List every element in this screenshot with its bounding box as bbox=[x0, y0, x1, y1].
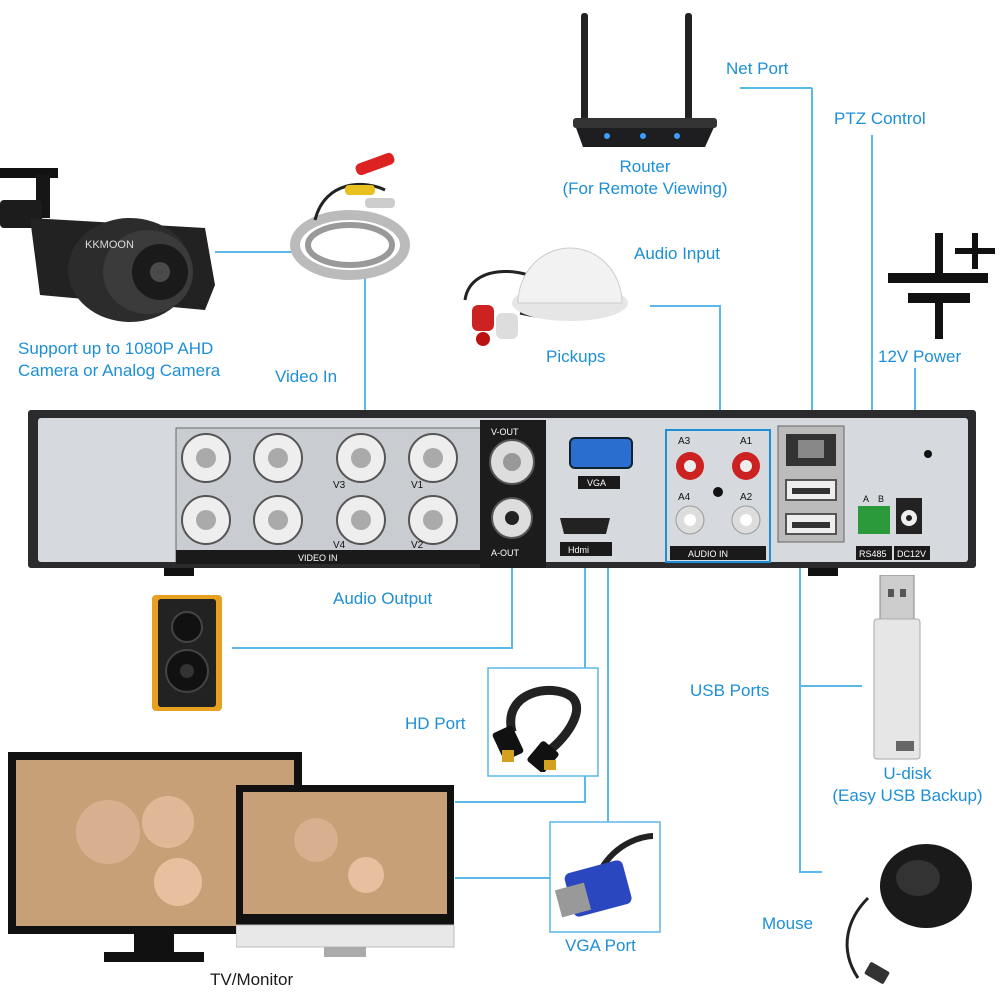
router-label-line2: (For Remote Viewing) bbox=[562, 179, 728, 198]
video-in-label: Video In bbox=[275, 367, 338, 386]
audio-output-line bbox=[232, 550, 513, 649]
audio-output-label: Audio Output bbox=[333, 589, 433, 608]
udisk-label: U-disk (Easy USB Backup) bbox=[810, 763, 1000, 807]
vga-cable-icon bbox=[554, 833, 654, 918]
pickup-microphone-icon bbox=[463, 247, 628, 346]
udisk-label-line2: (Easy USB Backup) bbox=[832, 786, 983, 805]
dvr-back-panel: V3 V1 V4 V2 VIDEO IN V-OUT A-OUT VGA Hdm… bbox=[28, 410, 976, 576]
router-label-line1: Router bbox=[619, 157, 671, 176]
hd-port-label: HD Port bbox=[405, 714, 466, 733]
channel-v4-label: V4 bbox=[333, 540, 346, 551]
v-out-label: V-OUT bbox=[491, 427, 519, 437]
channel-v1-label: V1 bbox=[411, 480, 424, 491]
a-out-label: A-OUT bbox=[491, 548, 520, 558]
router-label: Router (For Remote Viewing) bbox=[545, 156, 745, 200]
audio-a2-label: A2 bbox=[740, 492, 753, 503]
mouse-icon bbox=[845, 844, 972, 984]
audio-in-panel-label: AUDIO IN bbox=[688, 549, 728, 559]
mouse-label: Mouse bbox=[762, 914, 814, 933]
dc-power-symbol-icon bbox=[888, 233, 995, 339]
speaker-icon bbox=[152, 595, 222, 711]
power-label: 12V Power bbox=[878, 347, 962, 366]
usb-line bbox=[799, 548, 822, 873]
vga-panel-label: VGA bbox=[587, 478, 606, 488]
vga-port-label: VGA Port bbox=[565, 936, 636, 955]
tv-monitor-label: TV/Monitor bbox=[210, 970, 294, 989]
video-in-panel-label: VIDEO IN bbox=[298, 553, 338, 563]
usb-ports-label: USB Ports bbox=[690, 681, 770, 700]
audio-a4-label: A4 bbox=[678, 492, 691, 503]
ptz-control-label: PTZ Control bbox=[834, 109, 926, 128]
camera-label-line2: Camera or Analog Camera bbox=[18, 361, 221, 380]
audio-input-line bbox=[650, 305, 721, 430]
tv-monitor-small-icon bbox=[236, 785, 455, 957]
udisk-label-line1: U-disk bbox=[883, 764, 932, 783]
hdmi-panel-label: Hdmi bbox=[568, 545, 589, 555]
dc12v-panel-label: DC12V bbox=[897, 549, 926, 559]
usb-disk-icon bbox=[873, 575, 921, 760]
audio-input-label: Audio Input bbox=[634, 244, 721, 263]
camera-brand: KKMOON bbox=[85, 239, 134, 251]
camera-label: Support up to 1080P AHD Camera or Analog… bbox=[18, 338, 220, 382]
channel-v2-label: V2 bbox=[411, 540, 424, 551]
camera-icon: KKMOON bbox=[0, 168, 215, 322]
camera-label-line1: Support up to 1080P AHD bbox=[18, 339, 214, 358]
router-icon bbox=[573, 13, 717, 147]
channel-v3-label: V3 bbox=[333, 480, 346, 491]
rs485-panel-label: RS485 bbox=[859, 549, 887, 559]
hdmi-line-bottom bbox=[455, 775, 586, 803]
rs485-b-label: B bbox=[878, 494, 884, 504]
rs485-a-label: A bbox=[863, 494, 869, 504]
net-port-label: Net Port bbox=[726, 59, 789, 78]
audio-a3-label: A3 bbox=[678, 436, 691, 447]
hdmi-cable-icon bbox=[492, 685, 582, 772]
video-cable-icon bbox=[290, 152, 410, 280]
pickups-label: Pickups bbox=[546, 347, 606, 366]
audio-a1-label: A1 bbox=[740, 436, 753, 447]
